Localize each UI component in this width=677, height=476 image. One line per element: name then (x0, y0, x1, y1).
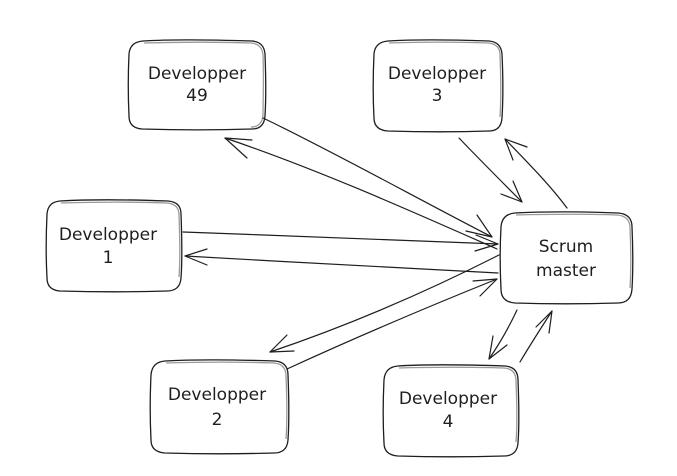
node-developer-4[interactable]: Developper 4 (382, 364, 520, 458)
node-developer-3-label-line2: 3 (432, 86, 443, 106)
node-developer-2[interactable]: Developper 2 (149, 359, 290, 455)
node-developer-49[interactable]: Developper 49 (127, 39, 267, 131)
node-developer-4-label-line1: Developper (399, 389, 497, 409)
arrow-developer-49-to-scrum-master (262, 117, 493, 238)
node-developer-1-label-line2: 1 (103, 248, 114, 268)
node-scrum-master-label-line2: master (536, 261, 596, 281)
node-scrum-master-label-line1: Scrum (539, 237, 593, 257)
node-scrum-master[interactable]: Scrum master (499, 211, 634, 305)
arrow-developer-2-to-scrum-master (286, 278, 498, 370)
node-developer-1-label-line1: Developper (59, 225, 157, 245)
node-developer-1[interactable]: Developper 1 (45, 199, 183, 293)
node-developer-4-label-line2: 4 (443, 412, 454, 432)
node-developer-49-label-line1: Developper (148, 64, 246, 84)
node-developer-3[interactable]: Developper 3 (372, 39, 504, 133)
arrow-developer-1-to-scrum-master (182, 231, 499, 252)
arrow-scrum-master-to-developer-49 (224, 137, 498, 250)
node-developer-2-label-line2: 2 (212, 410, 223, 430)
arrow-scrum-master-to-developer-4 (488, 309, 518, 360)
arrow-scrum-master-to-developer-3 (504, 138, 568, 209)
arrow-scrum-master-to-developer-2 (269, 254, 500, 353)
node-developer-49-label-line2: 49 (186, 86, 208, 106)
node-developer-3-label-line1: Developper (388, 64, 486, 84)
arrow-scrum-master-to-developer-1 (184, 248, 499, 274)
arrow-developer-3-to-scrum-master (458, 137, 523, 203)
arrow-developer-4-to-scrum-master (519, 310, 553, 363)
node-developer-2-label-line1: Developper (168, 385, 266, 405)
